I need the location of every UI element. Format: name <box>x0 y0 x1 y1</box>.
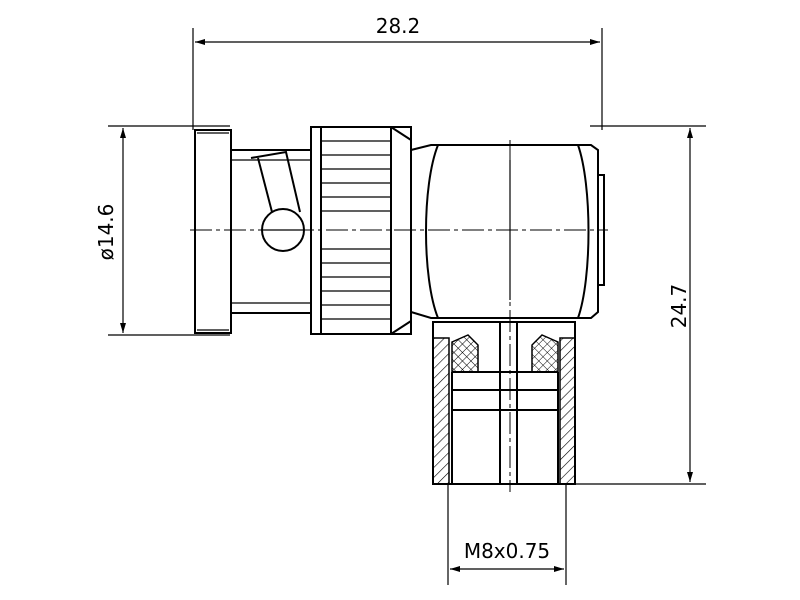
dimension-thread-label: M8x0.75 <box>464 539 550 563</box>
dimension-plug-diameter: ø14.6 <box>94 125 230 336</box>
center-lines <box>190 140 608 492</box>
dimension-overall-width: 28.2 <box>192 14 603 130</box>
dimension-overall-width-label: 28.2 <box>376 14 421 38</box>
threaded-cable-section <box>432 321 576 485</box>
dimension-thread: M8x0.75 <box>447 484 567 585</box>
plug-bayonet-sleeve <box>230 149 314 314</box>
dimension-overall-height-label: 24.7 <box>667 284 691 329</box>
knurl-lines <box>321 140 391 320</box>
right-angle-body <box>410 144 605 319</box>
dimension-overall-height: 24.7 <box>575 125 706 485</box>
plug-front-flange <box>194 129 232 334</box>
dimension-plug-diameter-label: ø14.6 <box>94 204 118 261</box>
